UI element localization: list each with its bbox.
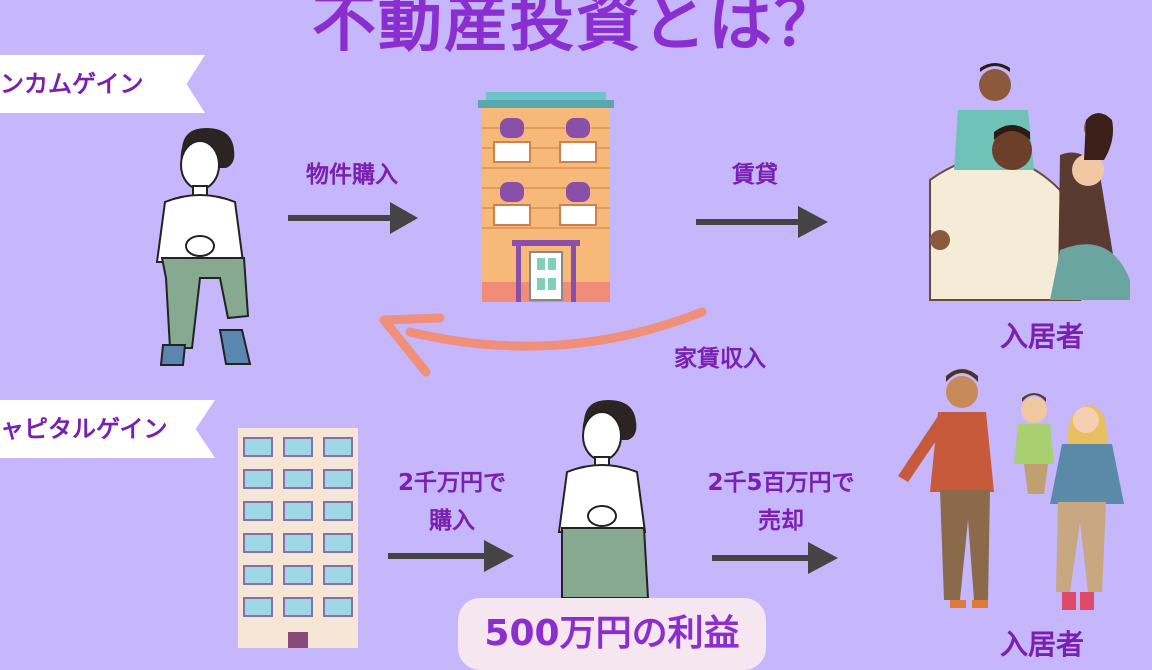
rent-income-label: 家賃収入 (674, 346, 766, 372)
residents-label-top: 入居者 (999, 320, 1084, 353)
illustration-layer (155, 63, 1130, 648)
investor-person-icon (155, 128, 252, 366)
purchase-arrow-icon (288, 202, 418, 234)
rent-label: 賃貸 (732, 162, 778, 188)
sell-arrow-icon (712, 542, 838, 574)
page-title: 不動産投資とは？ (312, 0, 840, 61)
purchase-label: 物件購入 (306, 162, 398, 188)
income-gain-tag: ンカムゲイン (0, 55, 205, 113)
resident-family-icon (929, 63, 1130, 301)
capital-gain-tag: ャピタルゲイン (0, 400, 215, 458)
residents-label-bottom: 入居者 (999, 628, 1084, 661)
profit-badge: 500万円の利益 (458, 598, 766, 670)
sell-price-label: 2千5百万円で (707, 470, 855, 496)
rent-income-arrow-icon (379, 307, 707, 377)
buyer-family-icon (898, 369, 1124, 610)
sell-action-label: 売却 (758, 508, 804, 534)
apartment-building-icon (478, 92, 614, 302)
buy-arrow-icon (388, 540, 514, 572)
buy-price-label: 2千万円で (397, 470, 506, 496)
office-building-icon (238, 428, 358, 648)
seller-person-icon (557, 400, 650, 599)
rent-arrow-icon (696, 206, 828, 238)
buy-action-label: 購入 (429, 508, 475, 534)
